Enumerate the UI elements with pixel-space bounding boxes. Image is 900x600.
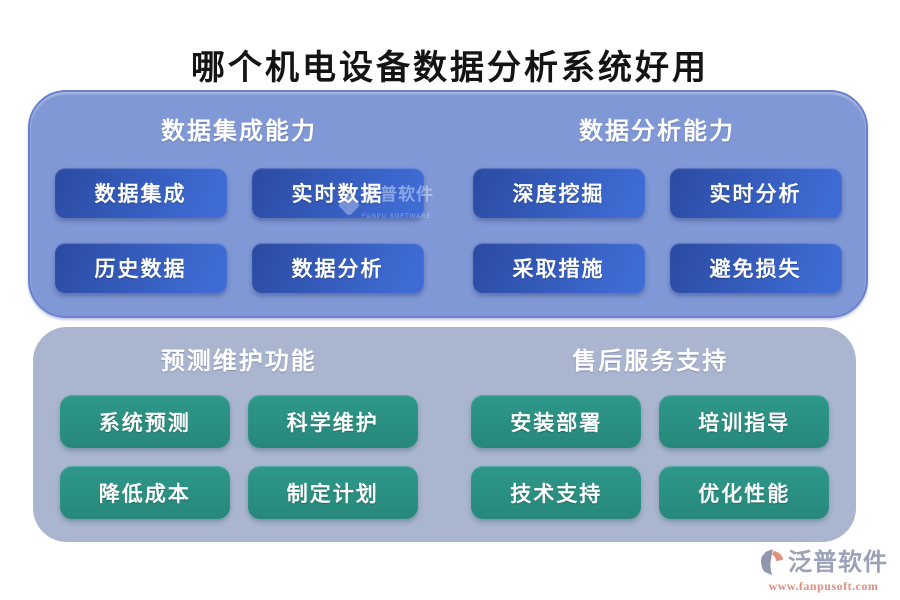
feature-button[interactable]: 系统预测: [59, 395, 230, 448]
feature-button[interactable]: 制定计划: [247, 466, 418, 519]
feature-button[interactable]: 避免损失: [669, 243, 842, 293]
feature-button[interactable]: 采取措施: [472, 243, 645, 293]
feature-button[interactable]: 安装部署: [471, 395, 642, 448]
group-after-sales-support: 售后服务支持 安装部署 培训指导 技术支持 优化性能: [445, 327, 857, 542]
button-grid: 系统预测 科学维护 降低成本 制定计划: [59, 395, 418, 519]
feature-button[interactable]: 历史数据: [54, 243, 227, 293]
group-header: 数据集成能力: [161, 119, 317, 145]
feature-button[interactable]: 实时分析: [669, 168, 842, 218]
group-header: 数据分析能力: [579, 119, 735, 145]
button-grid: 深度挖掘 实时分析 采取措施 避免损失: [472, 168, 842, 293]
panel-data-capabilities: 数据集成能力 数据集成 实时数据 历史数据 数据分析 数据分析能力 深度挖掘 实…: [28, 90, 868, 318]
group-data-analysis: 数据分析能力 深度挖掘 实时分析 采取措施 避免损失: [448, 92, 866, 316]
feature-button[interactable]: 培训指导: [659, 395, 830, 448]
brand-name: 泛普软件: [788, 549, 888, 576]
feature-button[interactable]: 优化性能: [659, 466, 830, 519]
feature-button[interactable]: 实时数据: [251, 168, 424, 218]
feature-button[interactable]: 科学维护: [247, 395, 418, 448]
feature-button[interactable]: 深度挖掘: [472, 168, 645, 218]
brand-url-link[interactable]: www.fanpusoft.com: [768, 579, 879, 593]
group-header: 预测维护功能: [160, 349, 317, 375]
button-grid: 数据集成 实时数据 历史数据 数据分析: [54, 168, 424, 293]
brand-footer: 泛普软件 www.fanpusoft.com: [759, 548, 888, 594]
feature-button[interactable]: 降低成本: [59, 466, 230, 519]
group-data-integration: 数据集成能力 数据集成 实时数据 历史数据 数据分析: [30, 92, 448, 316]
feature-button[interactable]: 数据分析: [251, 243, 424, 293]
feature-button[interactable]: 技术支持: [471, 466, 642, 519]
brand-logo-icon: [759, 548, 785, 578]
panel-maintenance-services: 预测维护功能 系统预测 科学维护 降低成本 制定计划 售后服务支持 安装部署 培…: [33, 327, 856, 542]
group-header: 售后服务支持: [572, 349, 729, 375]
feature-button[interactable]: 数据集成: [54, 168, 227, 218]
group-predictive-maintenance: 预测维护功能 系统预测 科学维护 降低成本 制定计划: [33, 327, 445, 542]
button-grid: 安装部署 培训指导 技术支持 优化性能: [471, 395, 830, 519]
page-title: 哪个机电设备数据分析系统好用: [191, 50, 709, 87]
